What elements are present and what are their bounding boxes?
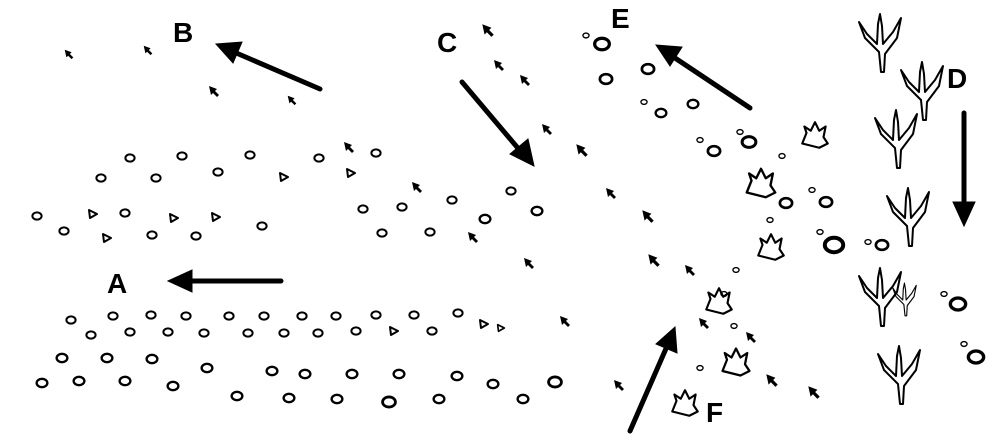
- arrow-d: [952, 110, 976, 228]
- label-b: B: [173, 17, 193, 48]
- arrow-c: [459, 79, 535, 167]
- label-d: D: [947, 63, 967, 94]
- label-a: A: [107, 268, 127, 299]
- trackway-c-prints: [344, 24, 820, 399]
- arrow-a: [166, 269, 284, 293]
- label-c: C: [437, 27, 457, 58]
- arrow-b: [214, 41, 323, 92]
- trackway-ef-prints: [582, 32, 984, 417]
- label-f: F: [706, 397, 723, 428]
- trackway-b-prints: [64, 45, 297, 106]
- arrow-f: [627, 325, 678, 434]
- trackway-d-prints: [858, 13, 944, 406]
- label-e: E: [611, 3, 630, 34]
- arrow-e: [655, 44, 753, 111]
